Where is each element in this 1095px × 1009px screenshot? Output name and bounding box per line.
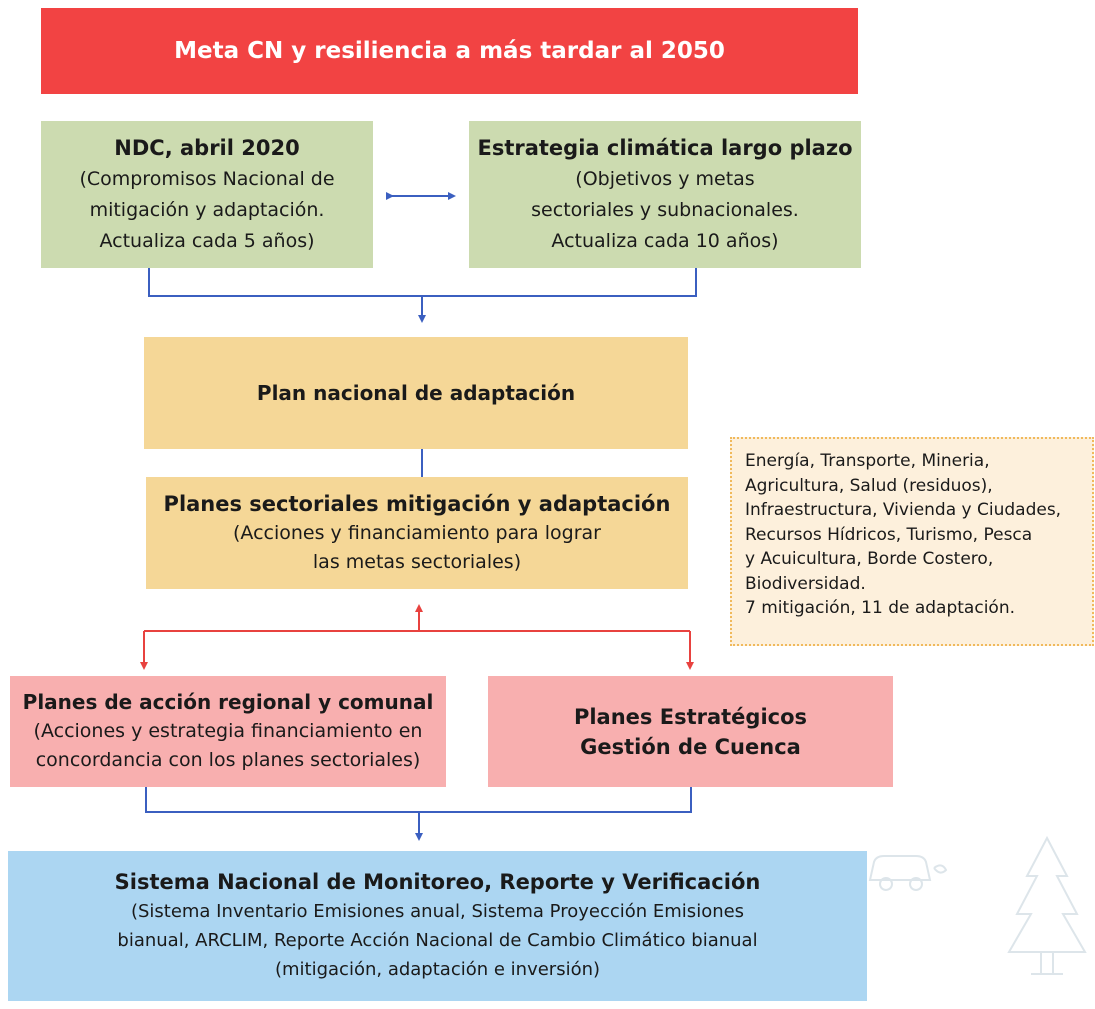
regional-plans-line: concordancia con los planes sectoriales) — [35, 749, 421, 771]
mrv-system-line: (mitigación, adaptación e inversión) — [274, 959, 601, 980]
ndc-line: mitigación y adaptación. — [89, 198, 325, 221]
ndc-line: (Compromisos Nacional de — [79, 167, 335, 190]
ndc-title: NDC, abril 2020 — [114, 135, 300, 160]
sectoral-plans-line: las metas sectoriales) — [312, 550, 522, 573]
mrv-system-box: Sistema Nacional de Monitoreo, Reporte y… — [8, 851, 867, 1001]
bottom-bracket — [145, 787, 692, 813]
mrv-system-line: (Sistema Inventario Emisiones anual, Sis… — [130, 901, 745, 922]
sectors-note-line: Biodiversidad. — [745, 573, 866, 594]
goal-banner-text: Meta CN y resiliencia a más tardar al 20… — [174, 38, 725, 64]
top-bracket — [148, 268, 697, 297]
car-icon — [868, 855, 948, 891]
goal-banner: Meta CN y resiliencia a más tardar al 20… — [41, 8, 858, 94]
long-term-strategy-line: Actualiza cada 10 años) — [551, 229, 779, 252]
sectoral-plans-title: Planes sectoriales mitigación y adaptaci… — [163, 491, 671, 516]
national-adaptation-plan-box: Plan nacional de adaptación — [144, 337, 688, 449]
mrv-system-line: bianual, ARCLIM, Reporte Acción Nacional… — [117, 930, 758, 951]
long-term-strategy-title: Estrategia climática largo plazo — [477, 135, 853, 160]
sectors-note-line: Recursos Hídricos, Turismo, Pesca — [745, 524, 1033, 545]
sectors-note-line: Agricultura, Salud (residuos), — [745, 475, 993, 496]
sectoral-plans-box: Planes sectoriales mitigación y adaptaci… — [146, 477, 688, 589]
long-term-strategy-box: Estrategia climática largo plazo (Objeti… — [469, 121, 861, 268]
sectors-note-line: y Acuicultura, Borde Costero, — [745, 549, 994, 569]
long-term-strategy-line: (Objetivos y metas — [575, 167, 755, 190]
basin-plans-box: Planes Estratégicos Gestión de Cuenca — [488, 676, 893, 787]
basin-plans-title: Gestión de Cuenca — [580, 734, 801, 759]
tree-icon — [1007, 835, 1087, 975]
mrv-system-title: Sistema Nacional de Monitoreo, Reporte y… — [114, 870, 761, 894]
sectors-note: Energía, Transporte, Mineria, Agricultur… — [730, 437, 1094, 646]
long-term-strategy-line: sectoriales y subnacionales. — [531, 198, 799, 221]
regional-plans-title: Planes de acción regional y comunal — [22, 690, 434, 714]
sectors-note-line: Infraestructura, Vivienda y Ciudades, — [745, 500, 1062, 520]
regional-plans-box: Planes de acción regional y comunal (Acc… — [10, 676, 446, 787]
ndc-box: NDC, abril 2020 (Compromisos Nacional de… — [41, 121, 373, 268]
national-adaptation-plan-title: Plan nacional de adaptación — [256, 381, 576, 405]
regional-plans-line: (Acciones y estrategia financiamiento en — [33, 720, 423, 742]
sectors-note-line: Energía, Transporte, Mineria, — [745, 451, 990, 471]
sectors-note-line: 7 mitigación, 11 de adaptación. — [745, 598, 1015, 618]
ndc-line: Actualiza cada 5 años) — [99, 229, 315, 252]
sectoral-plans-line: (Acciones y financiamiento para lograr — [233, 521, 601, 544]
basin-plans-title: Planes Estratégicos — [573, 704, 808, 729]
